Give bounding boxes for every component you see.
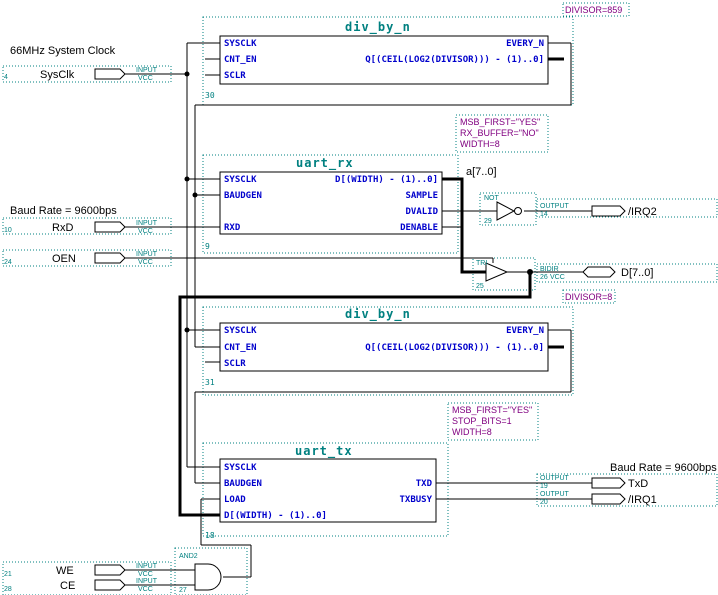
- rx-param-3: WIDTH=8: [460, 139, 500, 149]
- rxd-pin-id: 10: [4, 227, 12, 234]
- rxd-pin-type: INPUT: [136, 220, 158, 227]
- bus-label: a[7..0]: [466, 166, 497, 178]
- we-pin-type: INPUT: [136, 563, 158, 570]
- rx-num: 9: [205, 242, 210, 251]
- tx-port-txbusy: TXBUSY: [399, 495, 432, 505]
- and2-gate-num: 27: [179, 587, 187, 594]
- rx-port-d: D[(WIDTH) - (1)..0]: [335, 175, 438, 185]
- div2-port-every-n: EVERY_N: [506, 326, 544, 336]
- rx-param-2: RX_BUFFER="NO": [460, 128, 539, 138]
- ce-pin-vcc: VCC: [138, 586, 153, 593]
- div2-title: div_by_n: [345, 307, 411, 322]
- tx-title: uart_tx: [295, 444, 353, 459]
- div2-port-sclr: SCLR: [224, 359, 246, 369]
- div1-title: div_by_n: [345, 20, 411, 35]
- clock-note: 66MHz System Clock: [10, 45, 116, 57]
- div1-num: 30: [205, 91, 215, 100]
- oen-pin-type: INPUT: [136, 251, 158, 258]
- irq1-pin-type: OUTPUT: [540, 491, 570, 498]
- txd-pin-id: 19: [540, 483, 548, 490]
- sysclk-pin-type: INPUT: [136, 67, 158, 74]
- bidir-pin-id: 26: [540, 274, 548, 281]
- junctions: [184, 71, 533, 333]
- rx-port-rxd: RXD: [224, 223, 241, 233]
- and2-gate: [194, 563, 222, 591]
- div2-port-cnt-en: CNT_EN: [224, 343, 257, 353]
- bidir-pin-type: BIDIR: [540, 266, 559, 273]
- tx-param-1: MSB_FIRST="YES": [452, 405, 532, 415]
- irq2-pin-name: /IRQ2: [628, 206, 657, 218]
- we-pin-name: WE: [56, 565, 74, 577]
- oen-pin-id: 24: [4, 259, 12, 266]
- and2-gate-type: AND2: [179, 553, 198, 560]
- ce-pin-id: 28: [4, 586, 12, 593]
- oen-pin-name: OEN: [52, 253, 76, 265]
- tx-param-3: WIDTH=8: [452, 427, 492, 437]
- sysclk-pin-name: SysClk: [40, 69, 75, 81]
- irq2-pin-id: 14: [540, 211, 548, 218]
- io-pins: [94, 68, 626, 591]
- bidir-pin-name: D[7..0]: [621, 267, 653, 279]
- io-stubs: [125, 73, 150, 586]
- div2-port-sysclk: SYSCLK: [224, 326, 257, 336]
- baud-tx-note: Baud Rate = 9600bps: [610, 462, 717, 474]
- tri-gate-type: TRI: [476, 260, 487, 267]
- rx-port-sysclk: SYSCLK: [224, 175, 257, 185]
- sysclk-pin-vcc: VCC: [138, 75, 153, 82]
- rx-port-baudgen: BAUDGEN: [224, 191, 262, 201]
- tx-port-load: LOAD: [224, 495, 246, 505]
- bidir-pin-vcc: VCC: [550, 274, 565, 281]
- rxd-pin-vcc: VCC: [138, 228, 153, 235]
- rx-port-denable: DENABLE: [400, 223, 438, 233]
- tx-port-d: D[(WIDTH) - (1)..0]: [224, 511, 327, 521]
- we-pin-vcc: VCC: [138, 571, 153, 578]
- irq1-pin-name: /IRQ1: [628, 494, 657, 506]
- div2-param: DIVISOR=8: [565, 292, 612, 302]
- baud-rx-note: Baud Rate = 9600bps: [10, 205, 117, 217]
- tri-buffer: [485, 262, 509, 282]
- not-gate: [496, 201, 516, 221]
- div1-port-every-n: EVERY_N: [506, 39, 544, 49]
- tx-port-sysclk: SYSCLK: [224, 463, 257, 473]
- txd-pin-name: TxD: [628, 478, 648, 490]
- div1-port-sysclk: SYSCLK: [224, 39, 257, 49]
- ce-pin-name: CE: [60, 580, 75, 592]
- irq2-pin-type: OUTPUT: [540, 203, 570, 210]
- block-rects: [219, 35, 549, 523]
- div2-num: 31: [205, 378, 215, 387]
- sysclk-pin-id: 4: [4, 74, 8, 81]
- txd-pin-type: OUTPUT: [540, 475, 570, 482]
- ce-pin-type: INPUT: [136, 578, 158, 585]
- div1-port-cnt-en: CNT_EN: [224, 55, 257, 65]
- div2-port-q: Q[(CEIL(LOG2(DIVISOR))) - (1)..0]: [365, 343, 544, 353]
- tx-port-txd: TXD: [416, 479, 433, 489]
- rxd-pin-name: RxD: [52, 222, 73, 234]
- buses: [178, 57, 564, 517]
- rx-port-sample: SAMPLE: [405, 191, 438, 201]
- div1-port-sclr: SCLR: [224, 71, 246, 81]
- rx-param-1: MSB_FIRST="YES": [460, 117, 540, 127]
- div1-port-q: Q[(CEIL(LOG2(DIVISOR))) - (1)..0]: [365, 55, 544, 65]
- not-gate-type: NOT: [484, 195, 500, 202]
- irq1-pin-id: 20: [540, 499, 548, 506]
- tx-port-baudgen: BAUDGEN: [224, 479, 262, 489]
- tri-gate-num: 25: [476, 283, 484, 290]
- tx-param-2: STOP_BITS=1: [452, 416, 512, 426]
- we-pin-id: 21: [4, 571, 12, 578]
- rx-port-dvalid: DVALID: [405, 207, 438, 217]
- tx-num: 18: [205, 531, 215, 540]
- rx-title: uart_rx: [296, 156, 354, 171]
- div1-param: DIVISOR=859: [565, 5, 622, 15]
- oen-pin-vcc: VCC: [138, 259, 153, 266]
- not-gate-num: 29: [484, 218, 492, 225]
- not-gate-bubble: [514, 207, 522, 215]
